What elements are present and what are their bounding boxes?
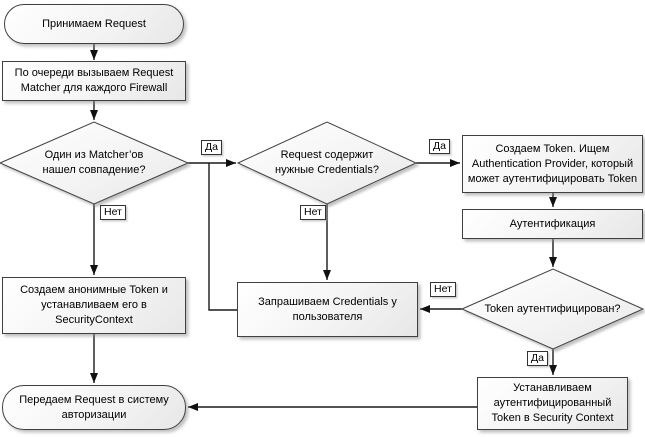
node-end: Передаем Request в систему авторизации: [2, 385, 186, 430]
edge-label-yes-1: Да: [201, 140, 222, 155]
decision-has-credentials-shape: [236, 121, 418, 205]
decision-token-authenticated-shape: [460, 268, 645, 350]
edge-label-no-1: Нет: [100, 205, 126, 220]
edge-label-no-3: Нет: [430, 282, 456, 297]
node-create-token: Создаем Token. Ищем Authentication Provi…: [462, 135, 643, 193]
node-call-matcher: По очереди вызываем Request Matcher для …: [2, 61, 186, 101]
edge-credentials-loop: [208, 163, 237, 311]
node-set-token: Устанавливаем аутентифицированный Token …: [477, 377, 628, 430]
edge-label-yes-3: Да: [527, 351, 548, 366]
edge-label-yes-2: Да: [429, 139, 450, 154]
node-authentication: Аутентификация: [462, 209, 643, 239]
node-start: Принимаем Request: [4, 4, 184, 44]
node-request-credentials: Запрашиваем Credentials у пользователя: [237, 282, 418, 337]
decision-matcher-found-shape: [0, 121, 190, 205]
node-anonymous-token: Создаем анонимные Token и устанавливаем …: [2, 277, 186, 334]
edge-label-no-2: Нет: [300, 205, 326, 220]
